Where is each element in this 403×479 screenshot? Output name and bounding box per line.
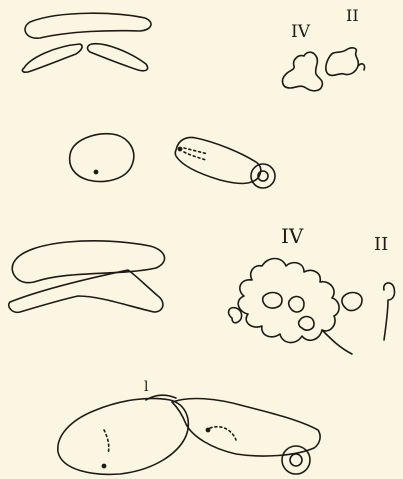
large-bar-bottom xyxy=(9,270,163,312)
bottom-dashes-right xyxy=(210,427,236,440)
label-top-iv: IV xyxy=(291,24,310,41)
oval-nucleus xyxy=(70,134,134,182)
cluster-left-loop xyxy=(229,308,242,323)
upper-chromosome-ii xyxy=(326,48,359,76)
cluster-inner-c xyxy=(299,317,314,331)
elongated-cell xyxy=(175,138,261,184)
cluster-inner-b xyxy=(289,297,304,312)
bottom-cell-left xyxy=(58,398,188,474)
label-mid-iv: IV xyxy=(281,226,303,246)
oval-dot xyxy=(94,170,97,173)
large-bar-top xyxy=(12,241,164,283)
upper-squiggle-tail xyxy=(358,64,365,70)
upper-bar-top xyxy=(25,13,151,38)
cluster-tail xyxy=(322,330,352,354)
upper-chromosome-iv xyxy=(283,52,323,91)
cluster-right-ring xyxy=(342,293,362,311)
upper-bar-right xyxy=(88,44,148,71)
bottom-dashes-left xyxy=(104,430,109,454)
cell-dashes xyxy=(184,148,208,160)
label-mark-l: l xyxy=(144,380,148,394)
upper-bar-left xyxy=(22,44,82,72)
bottom-cell-right xyxy=(172,399,320,456)
cell-ring-outer xyxy=(251,164,275,188)
bottom-ring-outer xyxy=(282,446,310,474)
label-mid-ii: II xyxy=(374,236,388,254)
bottom-ring-inner xyxy=(290,454,302,466)
label-top-ii: II xyxy=(346,8,359,24)
cluster-far-right xyxy=(384,283,395,340)
bottom-dot-left xyxy=(102,464,105,467)
bottom-dot-right xyxy=(206,428,209,431)
cluster-inner-a xyxy=(263,293,282,308)
cell-dot xyxy=(178,147,181,150)
